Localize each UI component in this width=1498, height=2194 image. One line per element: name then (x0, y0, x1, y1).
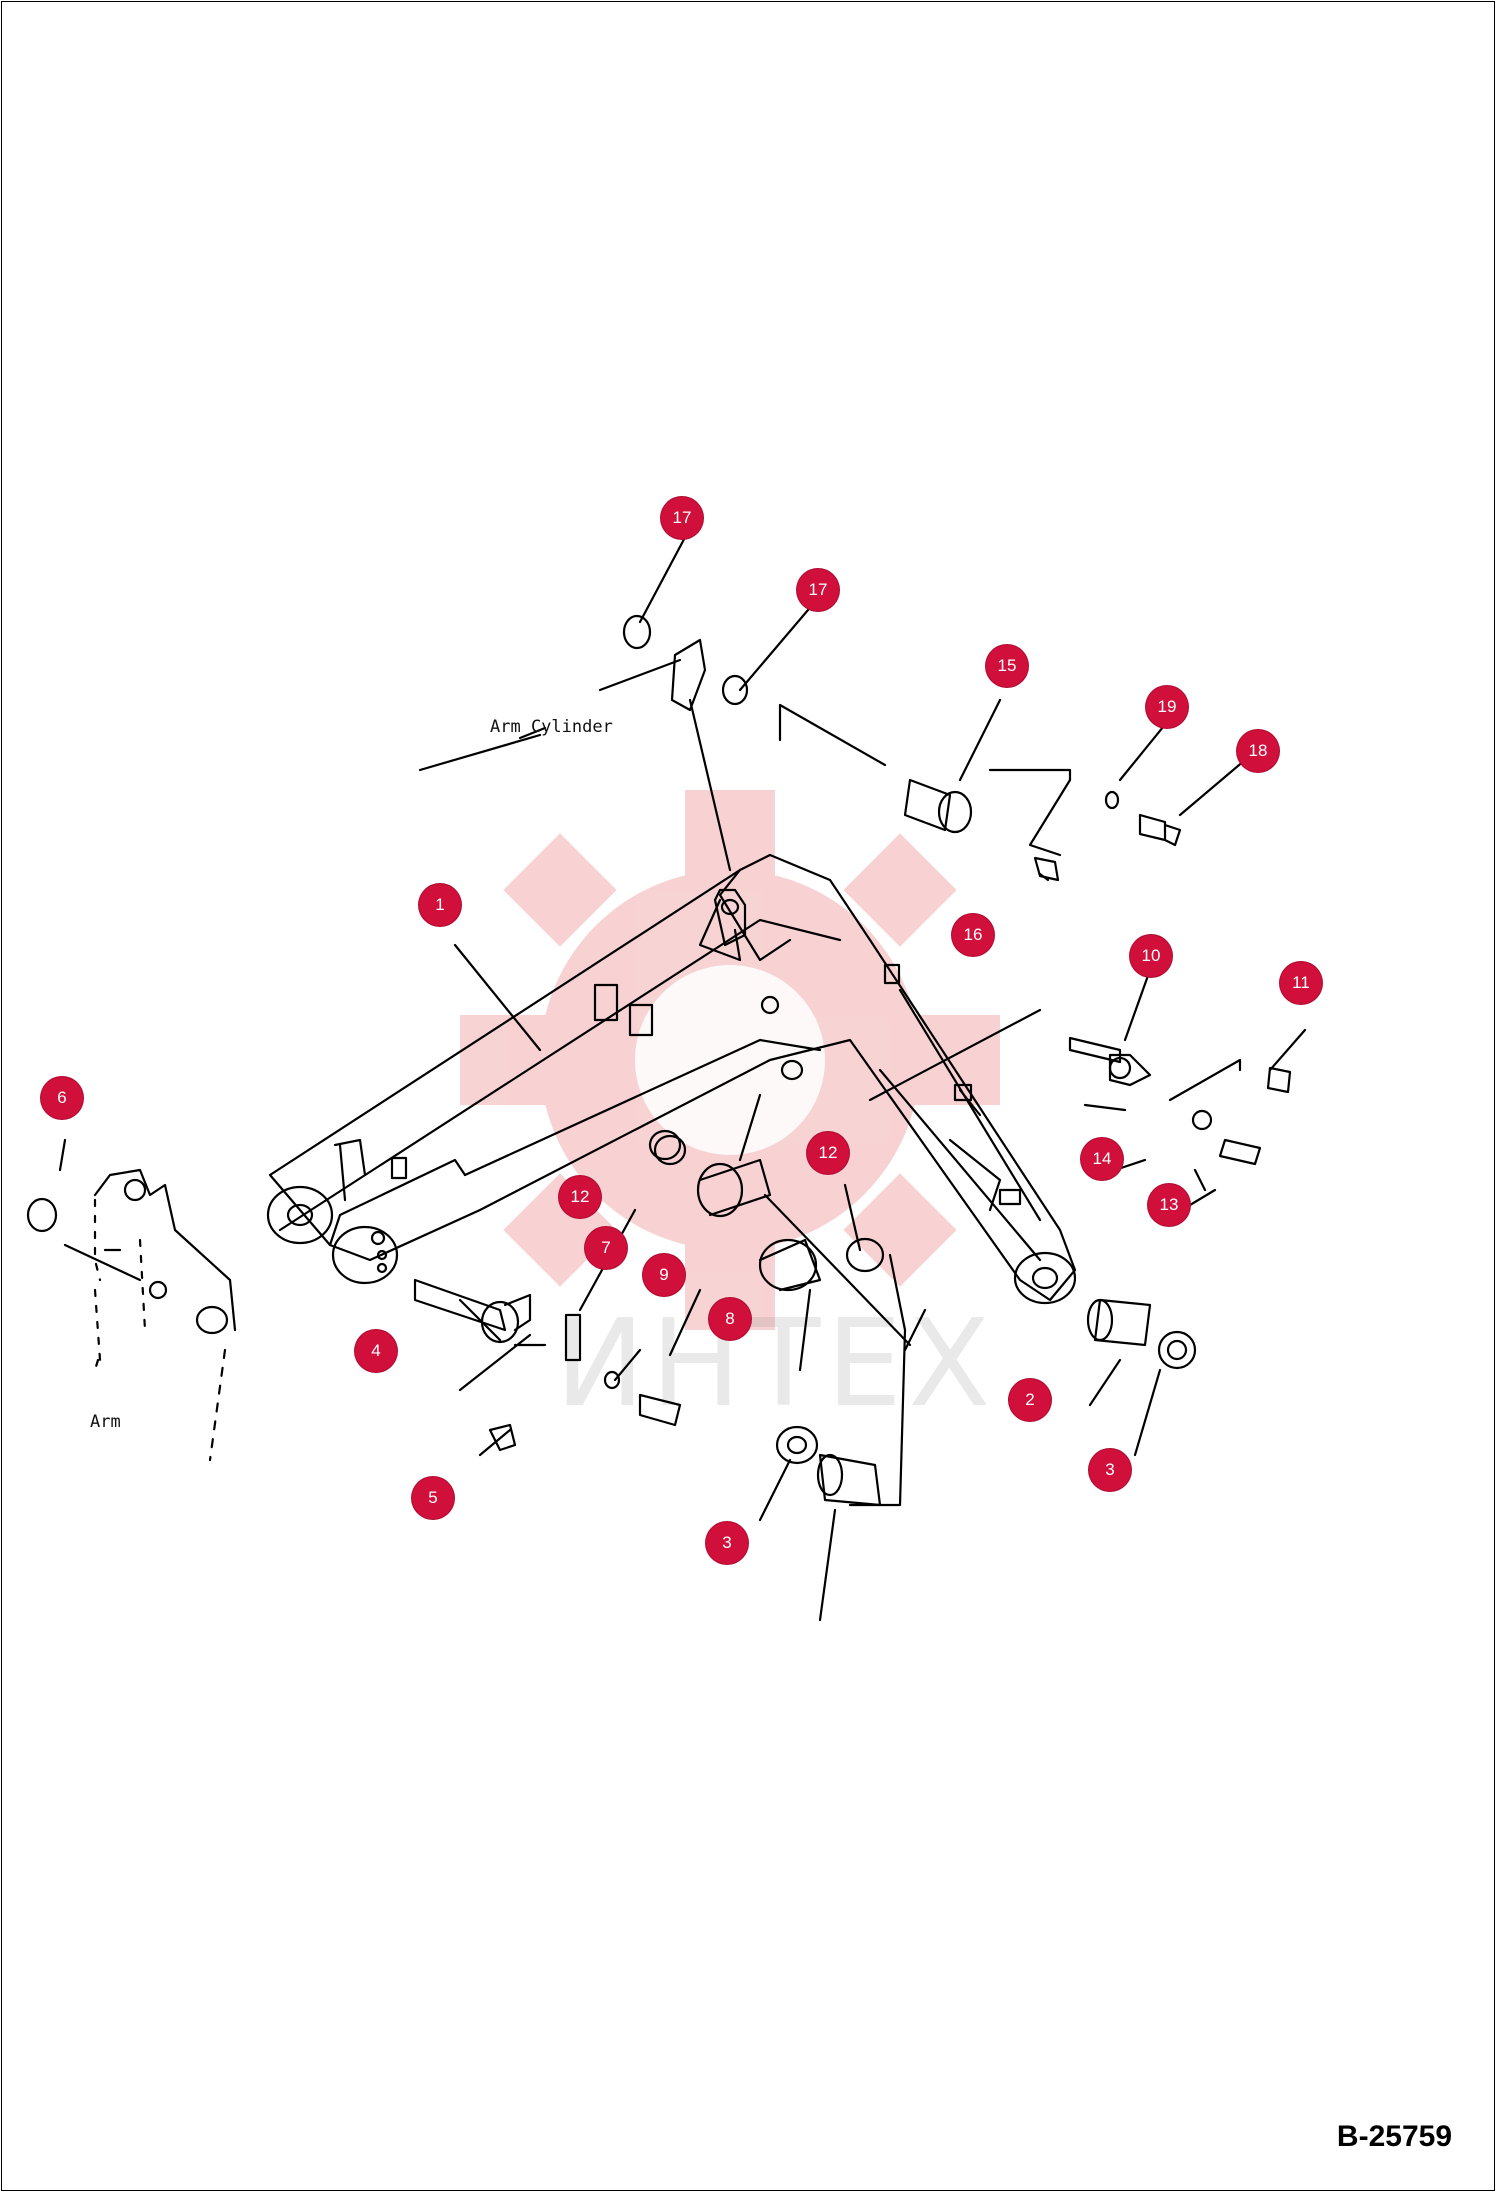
callout-3-bottom: 3 (706, 1522, 748, 1564)
bushing-22 (648, 1129, 885, 1292)
boom-foot (266, 1138, 408, 1285)
callout-16: 16 (952, 914, 994, 956)
arm-outline (63, 1168, 237, 1462)
callout-2: 2 (1009, 1379, 1051, 1421)
callout-18: 18 (1237, 730, 1279, 772)
callout-19: 19 (1146, 686, 1188, 728)
boom-body (268, 853, 1077, 1302)
arm-label: Arm (90, 1412, 121, 1432)
callout-5: 5 (412, 1477, 454, 1519)
callout-1: 1 (419, 884, 461, 926)
callout-11: 11 (1280, 962, 1322, 1004)
callout-3-right: 3 (1089, 1449, 1131, 1491)
callout-9: 9 (643, 1254, 685, 1296)
callout-12-left: 12 (559, 1176, 601, 1218)
pin-10 (1068, 1036, 1152, 1087)
callout-10: 10 (1130, 935, 1172, 977)
callout-7: 7 (585, 1227, 627, 1269)
callout-15: 15 (986, 645, 1028, 687)
pin-4 (413, 1278, 532, 1344)
callout-13: 13 (1148, 1184, 1190, 1226)
bushing-2 (1086, 1298, 1197, 1370)
callout-17-left: 17 (661, 497, 703, 539)
arm-cylinder-label: Arm Cylinder (490, 717, 613, 737)
drawing-number: B-25759 (1336, 2120, 1452, 2153)
callout-14: 14 (1081, 1138, 1123, 1180)
callout-12-right: 12 (807, 1132, 849, 1174)
bushing-22-lower (775, 1425, 882, 1507)
callout-8: 8 (709, 1298, 751, 1340)
callout-4: 4 (355, 1330, 397, 1372)
callout-17-right: 17 (797, 569, 839, 611)
callout-6: 6 (41, 1077, 83, 1119)
pin-15 (903, 778, 973, 834)
